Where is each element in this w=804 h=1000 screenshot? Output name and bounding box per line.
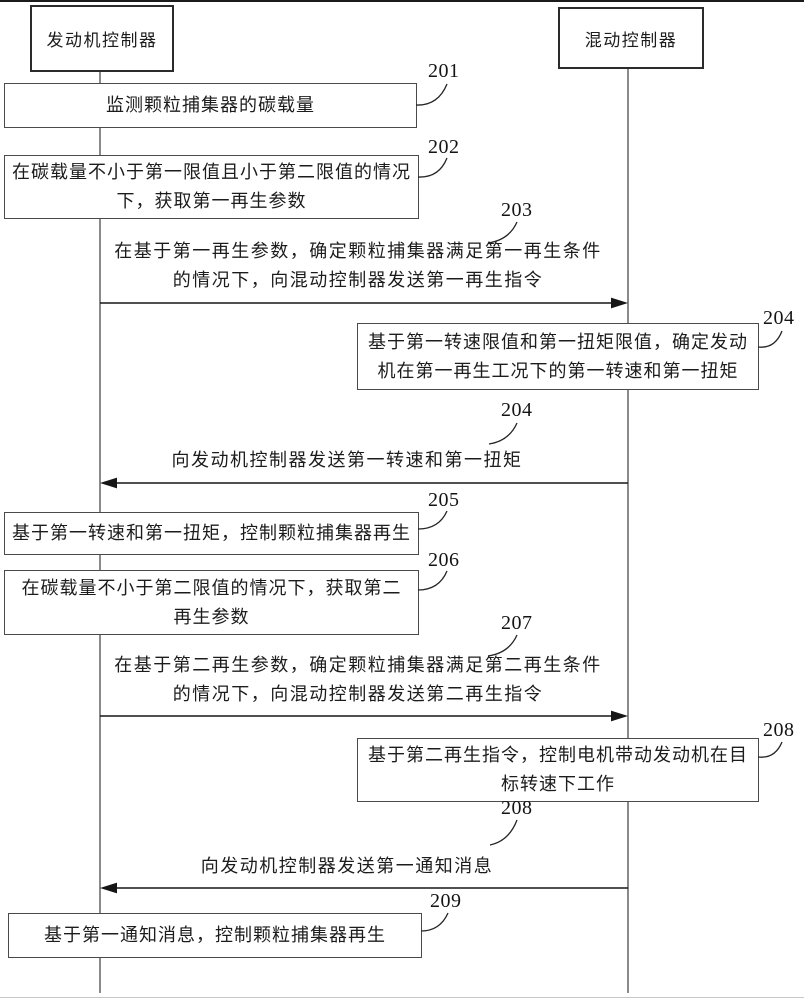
step-202-box: 在碳载量不小于第一限值且小于第二限值的情况 下，获取第一再生参数 <box>4 155 419 219</box>
actor-engine-controller: 发动机控制器 <box>30 5 174 72</box>
step-209-text: 基于第一通知消息，控制颗粒捕集器再生 <box>44 925 386 945</box>
step-204-text-line1: 基于第一转速限值和第一扭矩限值，确定发动 <box>368 331 748 352</box>
step-206-text-line2: 再生参数 <box>173 606 250 627</box>
step-205-number: 205 <box>428 489 460 511</box>
step-202-number: 202 <box>428 136 460 158</box>
step-201-text: 监测颗粒捕集器的碳载量 <box>106 95 315 115</box>
step-204-box-number: 204 <box>763 307 795 329</box>
top-border-line <box>0 0 804 2</box>
step-209-box: 基于第一通知消息，控制颗粒捕集器再生 <box>8 913 422 958</box>
actor-hybrid-controller-label: 混动控制器 <box>584 30 678 50</box>
step-202-text-line1: 在碳载量不小于第一限值且小于第二限值的情况 <box>12 162 411 182</box>
step-204-box: 基于第一转速限值和第一扭矩限值，确定发动 机在第一再生工况下的第一转速和第一扭矩 <box>357 323 759 390</box>
step-204-text-line2: 机在第一再生工况下的第一转速和第一扭矩 <box>377 360 739 381</box>
step-206-text-line1: 在碳载量不小于第二限值的情况下，获取第二 <box>21 577 402 598</box>
step-208-text-line2: 标转速下工作 <box>501 774 615 794</box>
step-204-message: 向发动机控制器发送第一转速和第一扭矩 <box>97 446 597 475</box>
step-208-box-number: 208 <box>763 719 795 741</box>
bottom-border-line <box>0 997 804 998</box>
step-205-box: 基于第一转速和第一扭矩，控制颗粒捕集器再生 <box>4 512 419 555</box>
step-207-text-line1: 在基于第二再生参数，确定颗粒捕集器满足第二再生条件 <box>114 655 602 675</box>
step-201-number: 201 <box>428 60 460 82</box>
step-207-message: 在基于第二再生参数，确定颗粒捕集器满足第二再生条件 的情况下，向混动控制器发送第… <box>58 651 658 709</box>
step-208-message-number: 208 <box>501 797 533 819</box>
step-206-box: 在碳载量不小于第二限值的情况下，获取第二 再生参数 <box>4 570 419 635</box>
step-202-text-line2: 下，获取第一再生参数 <box>116 191 307 211</box>
step-207-text-line2: 的情况下，向混动控制器发送第二再生指令 <box>172 684 544 704</box>
step-203-text-line1: 在基于第一再生参数，确定颗粒捕集器满足第一再生条件 <box>114 241 602 261</box>
step-206-number: 206 <box>428 549 460 571</box>
step-203-number: 203 <box>501 199 533 221</box>
step-208-message-text: 向发动机控制器发送第一通知消息 <box>200 856 494 876</box>
step-209-number: 209 <box>430 890 462 912</box>
step-203-message: 在基于第一再生参数，确定颗粒捕集器满足第一再生条件 的情况下，向混动控制器发送第… <box>58 237 658 295</box>
step-208-text-line1: 基于第二再生指令，控制电机带动发动机在目 <box>368 745 748 765</box>
step-208-box: 基于第二再生指令，控制电机带动发动机在目 标转速下工作 <box>357 738 759 802</box>
step-207-number: 207 <box>501 612 533 634</box>
step-201-box: 监测颗粒捕集器的碳载量 <box>4 83 417 128</box>
step-204-message-number: 204 <box>501 399 533 421</box>
step-205-text: 基于第一转速和第一扭矩，控制颗粒捕集器再生 <box>12 523 411 543</box>
actor-engine-controller-label: 发动机控制器 <box>46 31 158 50</box>
step-208-message: 向发动机控制器发送第一通知消息 <box>97 852 597 881</box>
actor-hybrid-controller: 混动控制器 <box>558 7 704 69</box>
step-204-message-text: 向发动机控制器发送第一转速和第一扭矩 <box>171 450 523 470</box>
step-203-text-line2: 的情况下，向混动控制器发送第一再生指令 <box>172 270 544 290</box>
